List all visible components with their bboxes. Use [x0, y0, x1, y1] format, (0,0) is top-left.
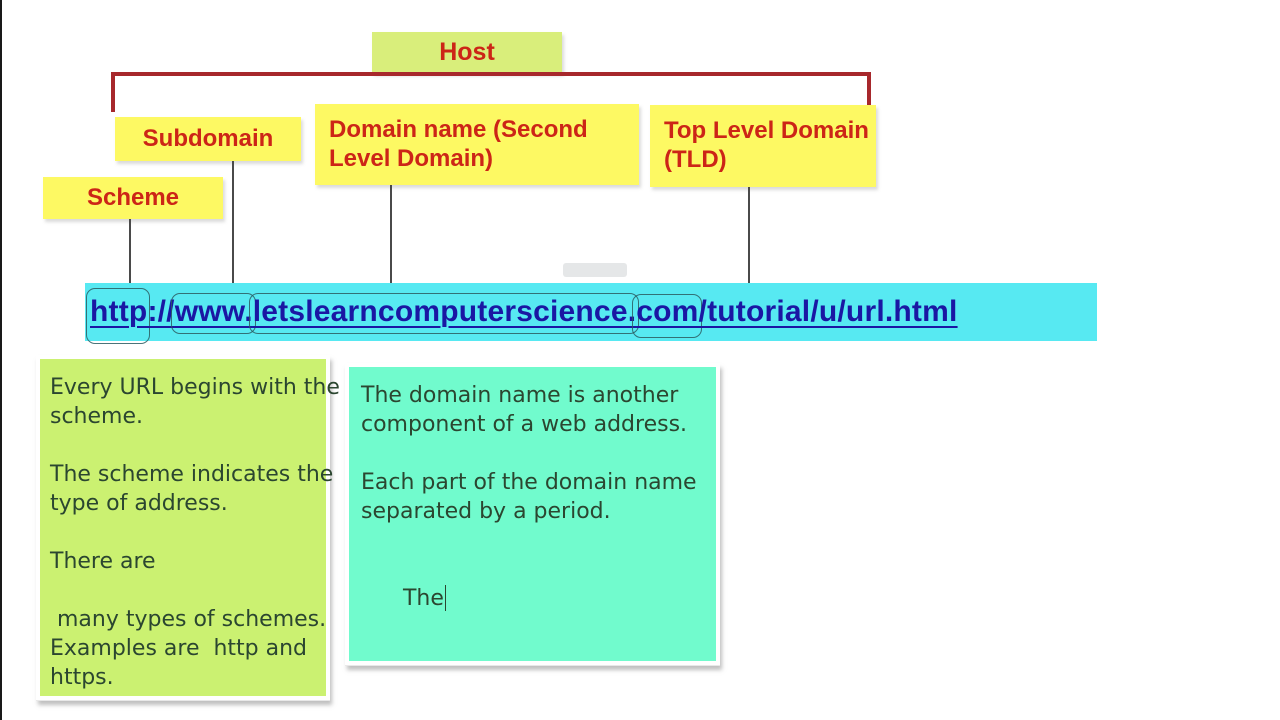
note-text-line	[50, 576, 326, 605]
host-bracket-right-end	[867, 72, 871, 106]
note-text-line: separated by a period.	[361, 499, 611, 524]
note-text-line: Each part of the domain name	[361, 470, 697, 495]
subdomain-label: Subdomain	[142, 125, 274, 152]
note-text-line: There are	[50, 549, 156, 574]
note-text-line: The	[361, 555, 716, 642]
note-text-line	[50, 431, 326, 460]
url-domain-segment: letslearncomputerscience.	[252, 295, 637, 328]
url-subdomain-segment: www.	[174, 295, 253, 328]
note-text-line: Examples are http and	[50, 636, 308, 661]
tld-label-box: Top Level Domain (TLD)	[650, 105, 876, 187]
subdomain-label-box: Subdomain	[115, 117, 301, 161]
note-text-line: The domain name is another	[361, 383, 679, 408]
host-label: Host	[439, 38, 495, 66]
typed-text: The	[402, 586, 444, 611]
url-separator-segment: ://	[147, 295, 175, 328]
domain-note: The domain name is another component of …	[345, 363, 720, 665]
url-path-segment: /tutorial/u/url.html	[698, 295, 958, 328]
url-scheme-segment: http	[90, 295, 148, 328]
url-bar: http://www.letslearncomputerscience.com/…	[85, 283, 1097, 341]
scheme-connector-line	[129, 219, 131, 286]
note-text-line: component of a web address.	[361, 412, 688, 437]
domain-connector-line	[390, 185, 392, 289]
frame-edge	[0, 0, 2, 720]
host-bracket-line	[111, 72, 871, 76]
note-text-line	[50, 518, 326, 547]
note-text-line: Every URL begins with the	[50, 375, 340, 400]
domain-label: Domain name (Second Level Domain)	[329, 115, 588, 172]
note-text-line: type of address.	[50, 491, 228, 516]
note-text-line: many types of schemes.	[50, 607, 327, 632]
subdomain-connector-line	[232, 161, 234, 289]
note-text-line	[361, 526, 716, 555]
domain-label-box: Domain name (Second Level Domain)	[315, 104, 639, 185]
tld-connector-line	[748, 187, 750, 290]
note-text-line: The scheme indicates the	[50, 462, 334, 487]
text-cursor	[444, 585, 447, 611]
scheme-label: Scheme	[86, 184, 180, 211]
scheme-note: Every URL begins with the scheme. The sc…	[36, 355, 340, 700]
host-bracket-left-end	[111, 72, 115, 112]
host-label-box: Host	[372, 32, 562, 73]
note-text-line: scheme.	[50, 404, 143, 429]
faint-watermark	[563, 263, 627, 277]
url-tld-segment: com	[636, 295, 699, 328]
note-text-line	[361, 439, 716, 468]
note-text-line: https.	[50, 665, 114, 690]
tld-label: Top Level Domain (TLD)	[664, 117, 869, 173]
url-link[interactable]: http://www.letslearncomputerscience.com/…	[85, 295, 958, 329]
scheme-label-box: Scheme	[43, 177, 223, 219]
